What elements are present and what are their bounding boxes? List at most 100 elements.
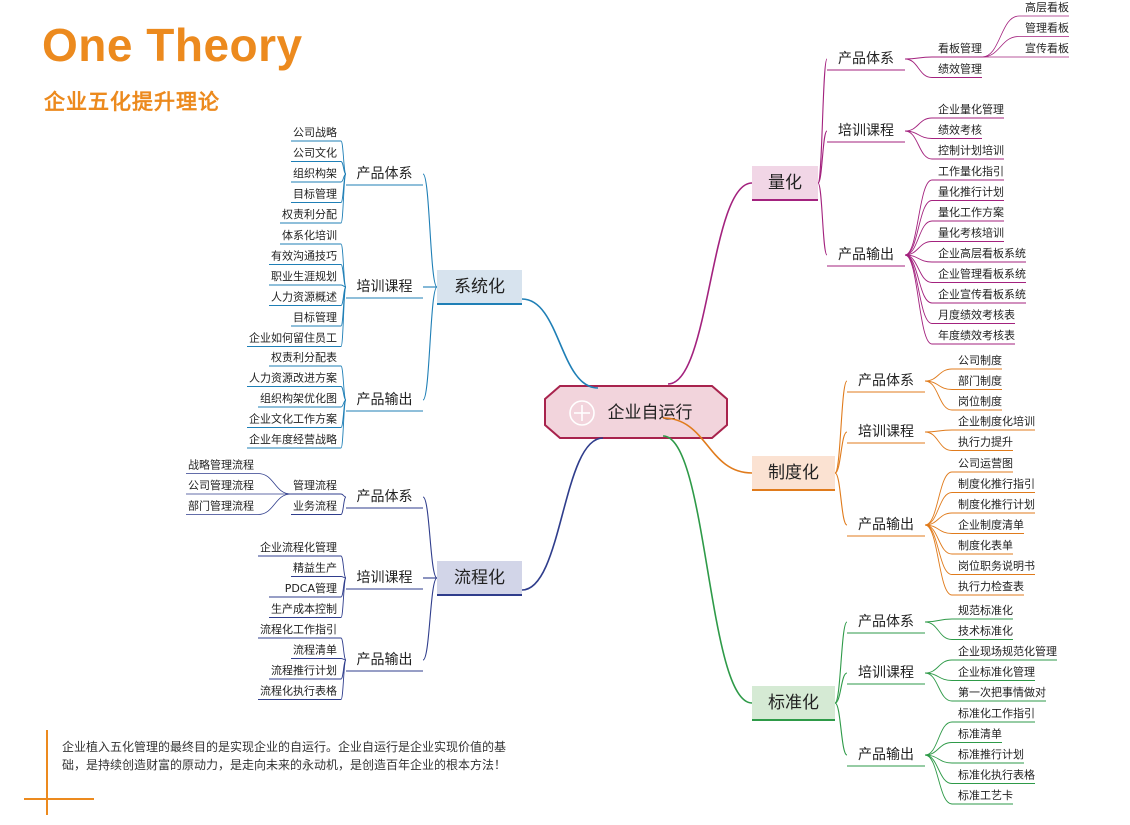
- child-connector: [981, 36, 1020, 58]
- child-item: 公司管理流程: [188, 478, 254, 492]
- group-connector: [817, 182, 828, 256]
- group-connector: [834, 702, 848, 756]
- child-connector: [981, 15, 1020, 58]
- leaf-connector: [340, 173, 347, 224]
- leaf-item: 绩效管理: [938, 62, 982, 76]
- leaf-item: 部门制度: [958, 374, 1002, 388]
- leaf-item: 规范标准化: [958, 603, 1013, 617]
- leaf-connector: [924, 618, 953, 623]
- branch-node-liuchenghua: [437, 561, 522, 595]
- branch-node-xitonghua: [437, 270, 522, 304]
- leaf-item: 企业现场规范化管理: [958, 644, 1057, 658]
- leaf-connector: [924, 380, 953, 411]
- leaf-item: 控制计划培训: [938, 143, 1004, 157]
- leaf-connector: [924, 512, 953, 526]
- leaf-connector: [904, 56, 933, 60]
- leaf-item: 企业制度化培训: [958, 414, 1035, 428]
- leaf-item: 企业文化工作方案: [249, 412, 337, 426]
- leaf-item: 岗位职务说明书: [958, 559, 1035, 573]
- leaf-item: 公司制度: [958, 353, 1002, 367]
- leaf-connector: [340, 386, 347, 401]
- group-connector: [422, 496, 438, 579]
- child-item: 部门管理流程: [188, 499, 254, 513]
- leaf-item: 企业如何留住员工: [249, 331, 337, 345]
- branch-connector-xitonghua: [521, 298, 599, 389]
- leaf-connector: [340, 493, 347, 498]
- child-item: 战略管理流程: [188, 458, 254, 472]
- group-connector: [834, 431, 848, 474]
- leaf-connector: [340, 577, 347, 618]
- group-connector: [834, 472, 848, 526]
- child-connector: [257, 493, 292, 515]
- center-node-label: 企业自运行: [608, 403, 693, 423]
- leaf-connector: [924, 754, 953, 805]
- branch-connector-zhiduhua: [662, 417, 753, 474]
- leaf-item: 岗位制度: [958, 394, 1002, 408]
- group-label: 培训课程: [838, 123, 894, 139]
- leaf-item: 管理流程: [293, 478, 337, 492]
- branch-node-zhiduhua: [752, 456, 835, 490]
- group-label: 产品体系: [858, 614, 914, 630]
- leaf-item: 量化推行计划: [938, 185, 1004, 199]
- center-node: [544, 385, 728, 439]
- leaf-item: 看板管理: [938, 41, 982, 55]
- leaf-connector: [340, 161, 347, 175]
- branch-label-liuchenghua: 流程化: [454, 568, 505, 588]
- leaf-item: 标准化工作指引: [958, 706, 1035, 720]
- leaf-connector: [924, 659, 953, 674]
- branch-label-zhiduhua: 制度化: [768, 463, 819, 483]
- child-connector: [257, 473, 292, 495]
- branch-connector-liuchenghua: [521, 437, 604, 591]
- leaf-connector: [924, 524, 953, 596]
- leaf-item: 执行力检查表: [958, 579, 1024, 593]
- leaf-item: 工作量化指引: [938, 164, 1004, 178]
- leaf-item: 标准工艺卡: [958, 788, 1013, 802]
- leaf-item: 企业制度清单: [958, 518, 1024, 532]
- leaf-connector: [340, 659, 347, 700]
- leaf-item: 生产成本控制: [271, 602, 337, 616]
- leaf-item: 权责利分配: [282, 208, 337, 221]
- group-connector: [834, 672, 848, 704]
- leaf-connector: [924, 471, 953, 526]
- leaf-item: 第一次把事情做对: [958, 685, 1046, 699]
- leaf-connector: [904, 254, 933, 345]
- note-corner-line: [24, 798, 94, 800]
- leaf-connector: [340, 399, 347, 449]
- branch-label-xitonghua: 系统化: [454, 277, 505, 297]
- group-label: 产品体系: [838, 51, 894, 67]
- child-item: 高层看板: [1025, 0, 1069, 14]
- leaf-item: 企业宣传看板系统: [938, 287, 1026, 301]
- leaf-item: 业务流程: [293, 499, 337, 513]
- leaf-item: 人力资源概述: [271, 290, 337, 304]
- child-item: 管理看板: [1025, 21, 1069, 35]
- leaf-connector: [924, 742, 953, 756]
- leaf-connector: [340, 637, 347, 661]
- center-plus-icon: [569, 400, 595, 426]
- leaf-connector: [924, 672, 953, 702]
- leaf-item: 制度化表单: [958, 538, 1013, 552]
- page-subtitle: 企业五化提升理论: [44, 90, 220, 114]
- leaf-item: 组织构架: [293, 166, 337, 180]
- leaf-item: 制度化推行指引: [958, 477, 1035, 491]
- branch-label-lianghua: 量化: [768, 173, 802, 193]
- group-label: 产品输出: [858, 747, 914, 763]
- group-label: 培训课程: [858, 665, 914, 681]
- leaf-connector: [924, 368, 953, 382]
- leaf-connector: [904, 58, 933, 78]
- leaf-item: 企业年度经营战略: [249, 432, 337, 446]
- note-accent-line: [46, 730, 48, 815]
- leaf-item: 制度化推行计划: [958, 497, 1035, 511]
- leaf-connector: [904, 254, 933, 324]
- leaf-item: 企业标准化管理: [958, 665, 1035, 679]
- leaf-item: 企业管理看板系统: [938, 267, 1026, 281]
- leaf-connector: [904, 179, 933, 256]
- leaf-item: 目标管理: [293, 310, 337, 324]
- leaf-connector: [924, 621, 953, 640]
- leaf-connector: [924, 524, 953, 575]
- summary-note: 企业植入五化管理的最终目的是实现企业的自运行。企业自运行是企业实现价值的基础，是…: [62, 740, 507, 772]
- leaf-connector: [924, 492, 953, 526]
- child-item: 宣传看板: [1025, 41, 1069, 55]
- leaf-connector: [924, 721, 953, 756]
- leaf-connector: [904, 220, 933, 256]
